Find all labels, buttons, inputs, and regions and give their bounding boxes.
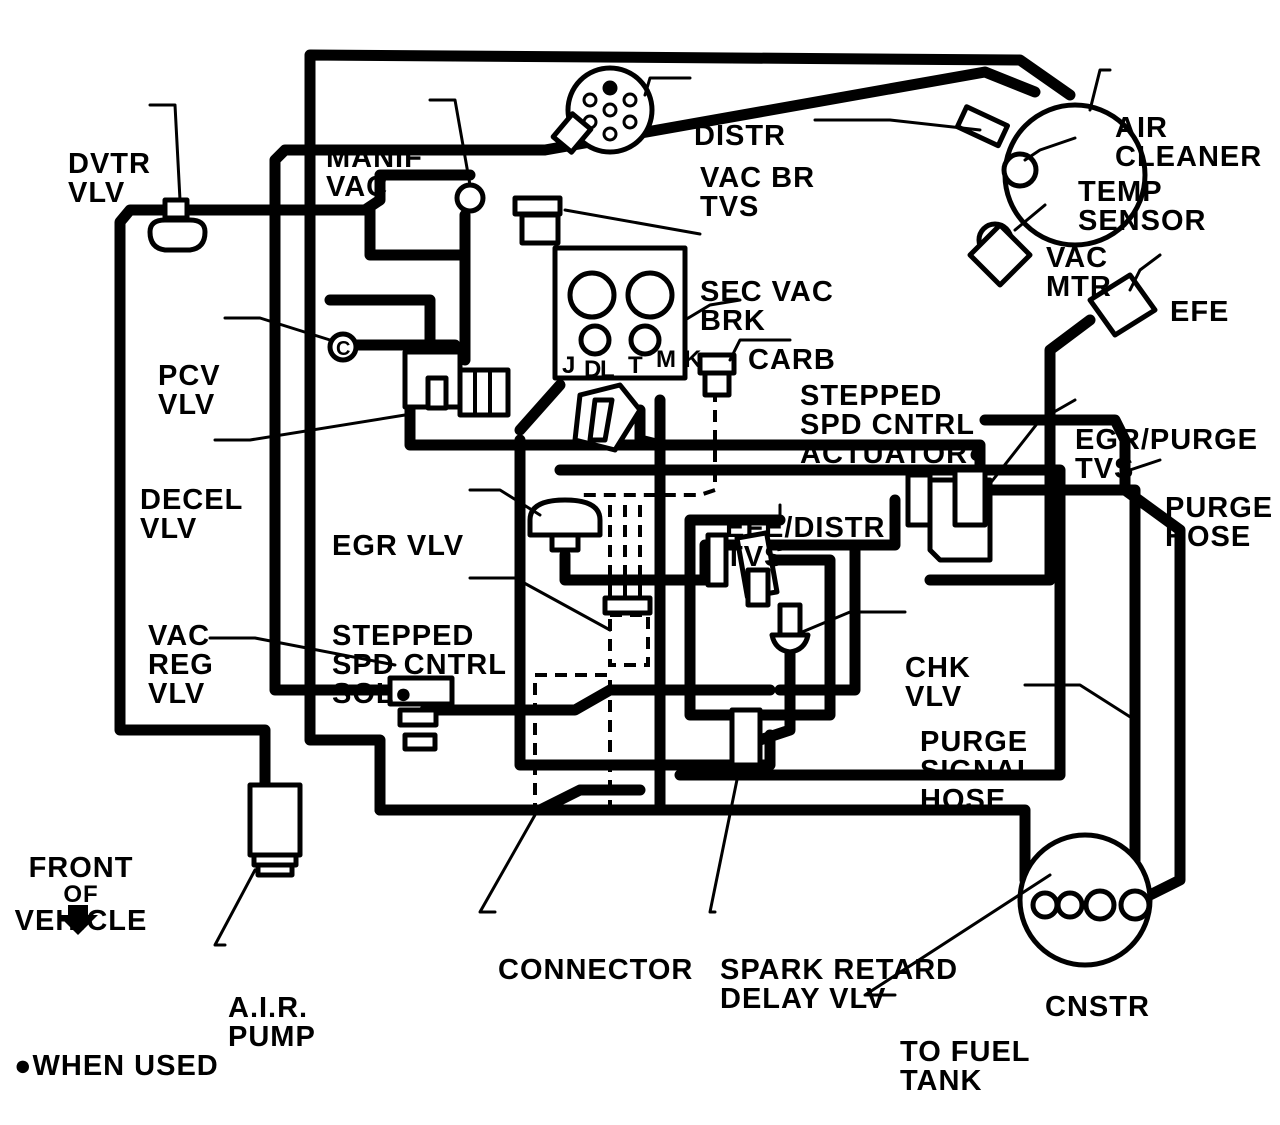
electrical-lines: [533, 390, 717, 812]
dvtr-valve: [147, 197, 208, 253]
vacuum-hose-diagram: C: [58, 49, 1186, 997]
svg-text:C: C: [336, 338, 350, 360]
pcv-valve: C: [327, 331, 359, 363]
label-when-used: ●WHEN USED: [14, 1050, 219, 1082]
front-arrow-icon: [58, 905, 98, 935]
decel-valve: [402, 349, 511, 418]
stepped-spd-sol: [602, 595, 653, 616]
label-distr: DISTR: [694, 120, 786, 152]
carb-port-l: L: [600, 356, 616, 383]
stepped-spd-actuator: [697, 352, 737, 398]
carb-port-j: J: [562, 352, 577, 379]
check-valve: [769, 602, 811, 655]
hose-network: [114, 49, 1186, 926]
label-egr-vlv: EGR VLV: [332, 530, 465, 562]
label-efe: EFE: [1170, 296, 1230, 328]
sec-vac-brk: [512, 195, 563, 246]
label-carb: CARB: [748, 344, 836, 376]
carb-port-block: [572, 382, 643, 453]
distributor: [550, 65, 655, 155]
carb-port-m: M: [656, 346, 677, 373]
air-cleaner: [954, 102, 1148, 288]
efe-component: [1087, 272, 1158, 338]
label-air-pump: A.I.R.PUMP: [228, 992, 316, 1053]
carb-port-t: T: [628, 352, 644, 379]
label-connector: CONNECTOR: [498, 954, 694, 986]
efe-distr-tvs: [705, 530, 780, 608]
egr-purge-tvs: [905, 467, 993, 563]
leader-lines: [148, 68, 1162, 997]
carburetor: [552, 245, 688, 381]
carb-port-d: D: [584, 356, 603, 383]
carb-port-k: K: [684, 346, 703, 373]
label-cnstr: CNSTR: [1045, 991, 1150, 1023]
egr-valve: [527, 497, 603, 553]
manif-vac-fitting: [454, 182, 486, 214]
canister: [1017, 832, 1153, 968]
vac-reg-valve: [387, 675, 455, 752]
air-pump: [247, 782, 303, 878]
spark-retard-delay-valve: [729, 707, 763, 768]
